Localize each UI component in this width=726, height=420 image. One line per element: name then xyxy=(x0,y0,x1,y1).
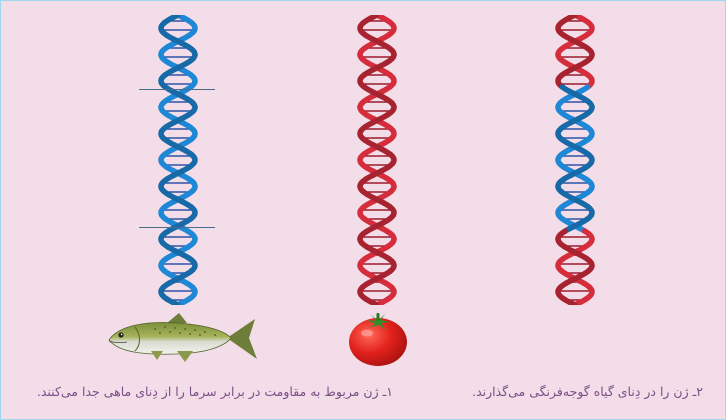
caption-step-2: ۲ـ ژن را در دِنای گیاه گوجه‌فرنگی می‌گذا… xyxy=(472,384,703,399)
tomato-dna-helix xyxy=(347,15,407,305)
dna-strand-segment xyxy=(373,303,377,305)
dna-strand-segment xyxy=(571,303,575,305)
gene-cut-line-bottom xyxy=(139,227,215,228)
gene-cut-line-top xyxy=(139,89,215,90)
fish-dna-helix xyxy=(148,15,208,305)
caption-step-1: ۱ـ ژن مربوط به مقاومت در برابر سرما را ا… xyxy=(37,384,393,399)
tomato-icon xyxy=(347,311,409,367)
recombinant-dna-helix xyxy=(545,15,605,305)
dna-strand-segment xyxy=(174,303,178,305)
fish-icon xyxy=(107,313,259,363)
